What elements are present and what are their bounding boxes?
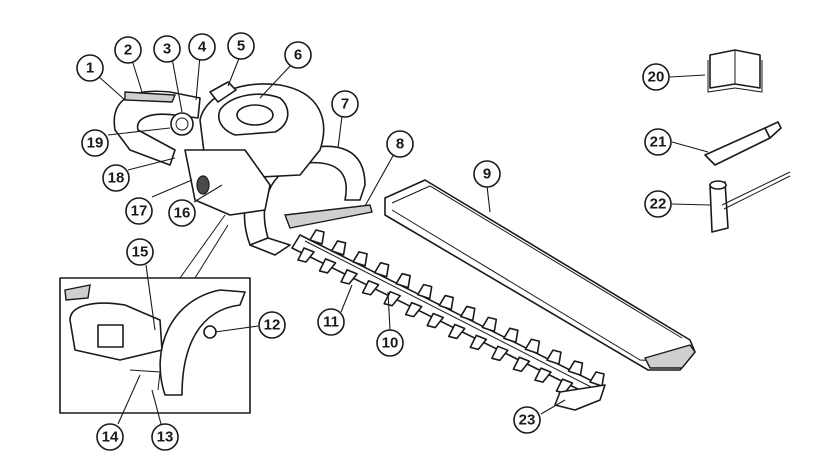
blade-tooth — [340, 269, 358, 285]
callout-2-label: 2 — [124, 42, 132, 59]
callout-22-label: 22 — [650, 196, 667, 213]
callout-12-label: 12 — [264, 317, 281, 334]
callout-9-label: 9 — [483, 166, 491, 183]
callout-10: 10 — [376, 329, 404, 357]
callout-16: 16 — [168, 199, 196, 227]
blade-tooth — [546, 349, 562, 365]
callout-17-label: 17 — [131, 203, 148, 220]
blade-tooth — [373, 261, 390, 278]
inset-detail — [59, 214, 251, 414]
callout-14: 14 — [96, 423, 124, 451]
cutter-blades — [291, 229, 605, 405]
blade-tooth — [481, 316, 498, 333]
callout-8-label: 8 — [396, 136, 404, 153]
callout-5: 5 — [227, 32, 255, 60]
callout-18-label: 18 — [108, 170, 125, 187]
callout-6-label: 6 — [294, 47, 302, 64]
callout-8: 8 — [386, 130, 414, 158]
callout-15: 15 — [126, 238, 154, 266]
blade-tooth — [589, 371, 605, 387]
blade-tooth — [534, 367, 552, 383]
callout-5-label: 5 — [237, 38, 245, 55]
hand-guard — [284, 204, 373, 229]
callout-23-label: 23 — [519, 412, 536, 429]
blade-tooth — [297, 247, 315, 263]
blade-tooth — [524, 338, 541, 355]
blade-tooth — [491, 345, 509, 362]
callout-17: 17 — [125, 197, 153, 225]
callout-2: 2 — [114, 36, 142, 64]
blade-tooth — [503, 327, 519, 344]
callout-20: 20 — [642, 63, 670, 91]
blade-tooth — [352, 251, 368, 267]
blade-tooth — [404, 301, 423, 318]
blade-scabbard — [384, 179, 696, 371]
callout-19: 19 — [81, 129, 109, 157]
blade-tooth — [318, 258, 337, 274]
callout-15-label: 15 — [132, 244, 149, 261]
blade-tooth — [512, 356, 531, 373]
callout-9: 9 — [473, 160, 501, 188]
callout-6: 6 — [284, 41, 312, 69]
blade-tooth — [361, 279, 380, 296]
callout-12: 12 — [258, 311, 286, 339]
callout-4-label: 4 — [198, 39, 207, 56]
callout-7: 7 — [331, 90, 359, 118]
callout-21-label: 21 — [650, 134, 667, 151]
blade-tooth — [426, 312, 445, 329]
blade-tooth — [309, 229, 325, 245]
callout-1: 1 — [76, 54, 104, 82]
callout-4: 4 — [188, 33, 216, 61]
blade-tooth — [447, 323, 466, 340]
callout-23: 23 — [513, 406, 541, 434]
blade-tooth — [416, 283, 433, 300]
callout-14-label: 14 — [102, 429, 119, 446]
blade-tooth — [469, 334, 488, 351]
leader-lines — [97, 55, 711, 425]
callout-19-label: 19 — [87, 135, 104, 152]
callout-1-label: 1 — [86, 60, 94, 77]
callout-22: 22 — [644, 190, 672, 218]
blade-tooth — [330, 240, 347, 256]
blade-tooth — [395, 272, 411, 289]
rear-handle — [113, 90, 201, 166]
operator-manual-icon — [707, 49, 763, 93]
callout-3: 3 — [153, 35, 181, 63]
blade-tooth — [567, 360, 584, 376]
blade-tip-protector — [554, 384, 606, 411]
blade-tooth — [438, 294, 455, 311]
wrench-icon — [709, 171, 791, 233]
callout-11: 11 — [317, 308, 345, 336]
blade-tooth — [459, 305, 476, 322]
callout-13-label: 13 — [157, 429, 174, 446]
callout-7-label: 7 — [341, 96, 349, 113]
callout-11-label: 11 — [323, 314, 339, 331]
callout-18: 18 — [102, 164, 130, 192]
grease-tube-icon — [704, 121, 782, 166]
callout-13: 13 — [151, 423, 179, 451]
callout-10-label: 10 — [382, 335, 399, 352]
callout-3-label: 3 — [163, 41, 171, 58]
engine-unit — [184, 81, 325, 216]
callout-21: 21 — [644, 128, 672, 156]
callout-20-label: 20 — [648, 69, 665, 86]
callout-16-label: 16 — [174, 205, 191, 222]
